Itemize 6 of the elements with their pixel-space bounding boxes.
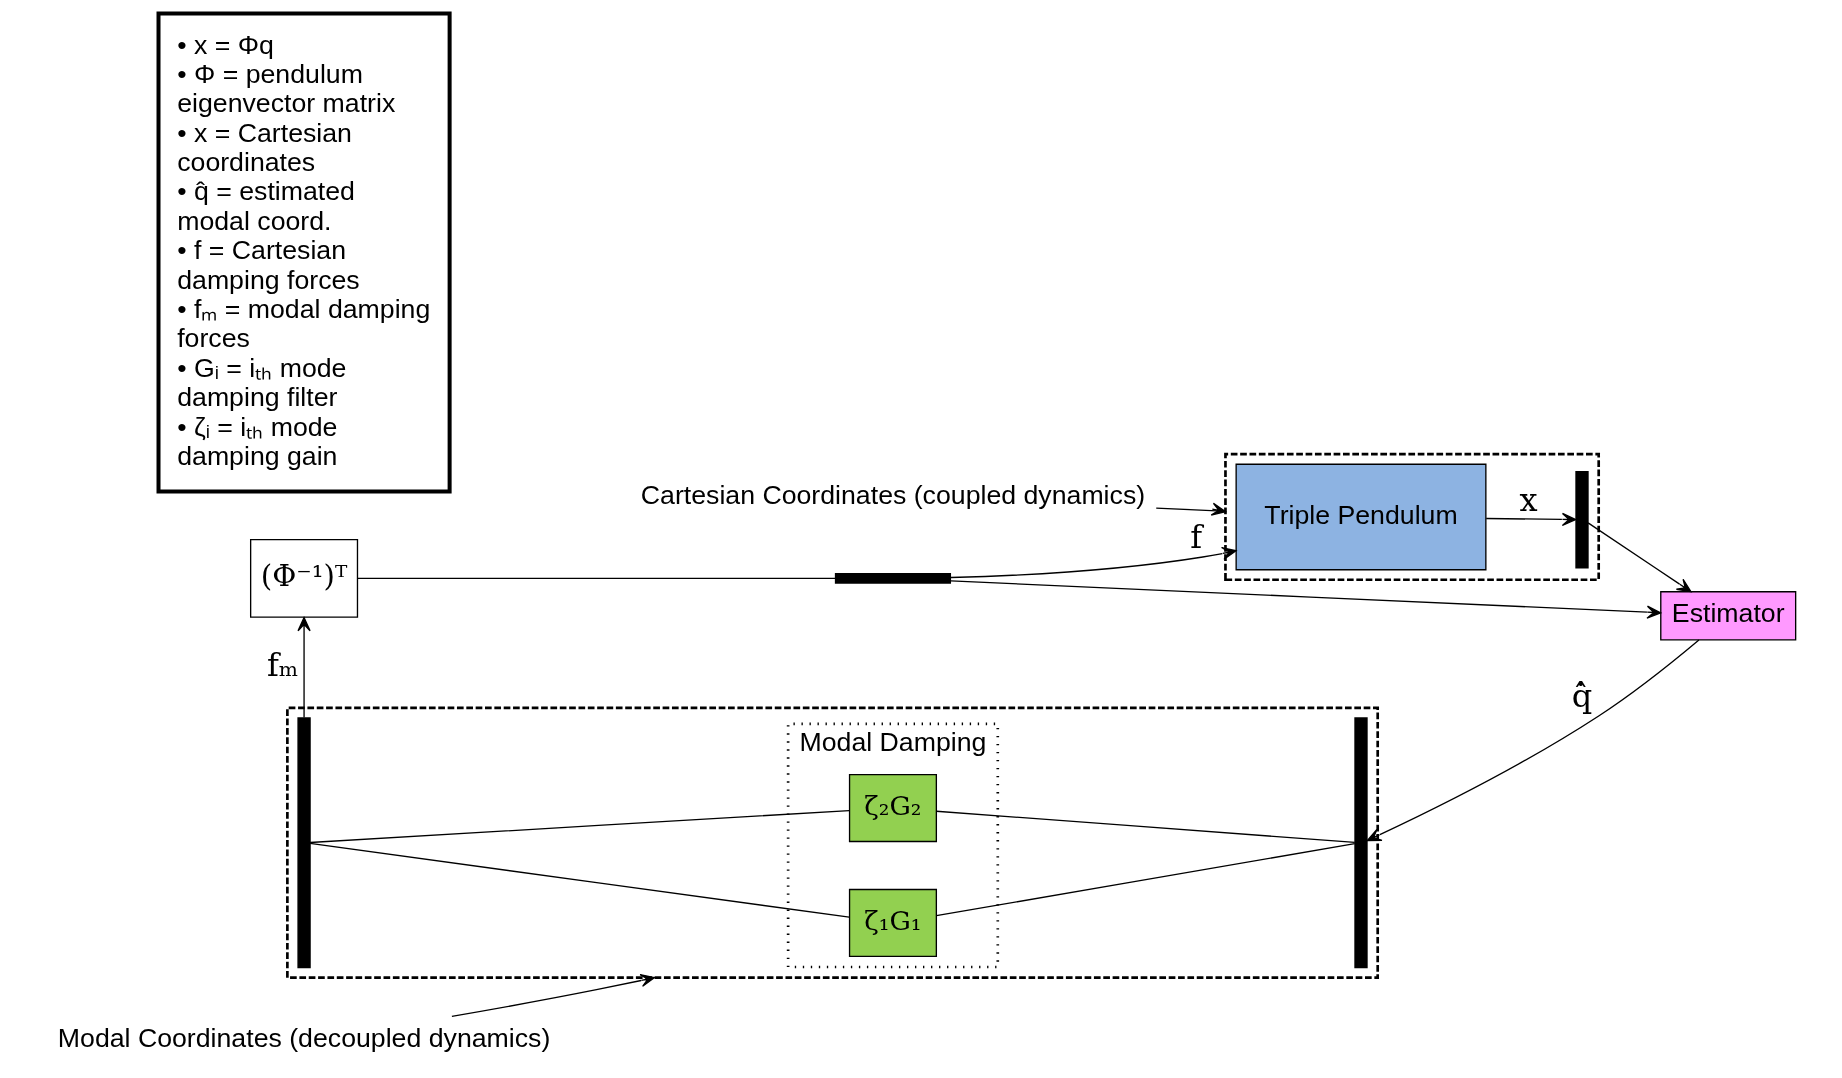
node-text: Cartesian Coordinates (coupled dynamics) [640, 479, 1146, 510]
edge-label: f [1190, 517, 1203, 556]
edge-label: q̂̇ [1571, 676, 1593, 715]
edge-label: x [1519, 480, 1538, 519]
node-text: Modal Coordinates (decoupled dynamics) [57, 1023, 551, 1054]
edge-label: fₘ [266, 645, 299, 684]
